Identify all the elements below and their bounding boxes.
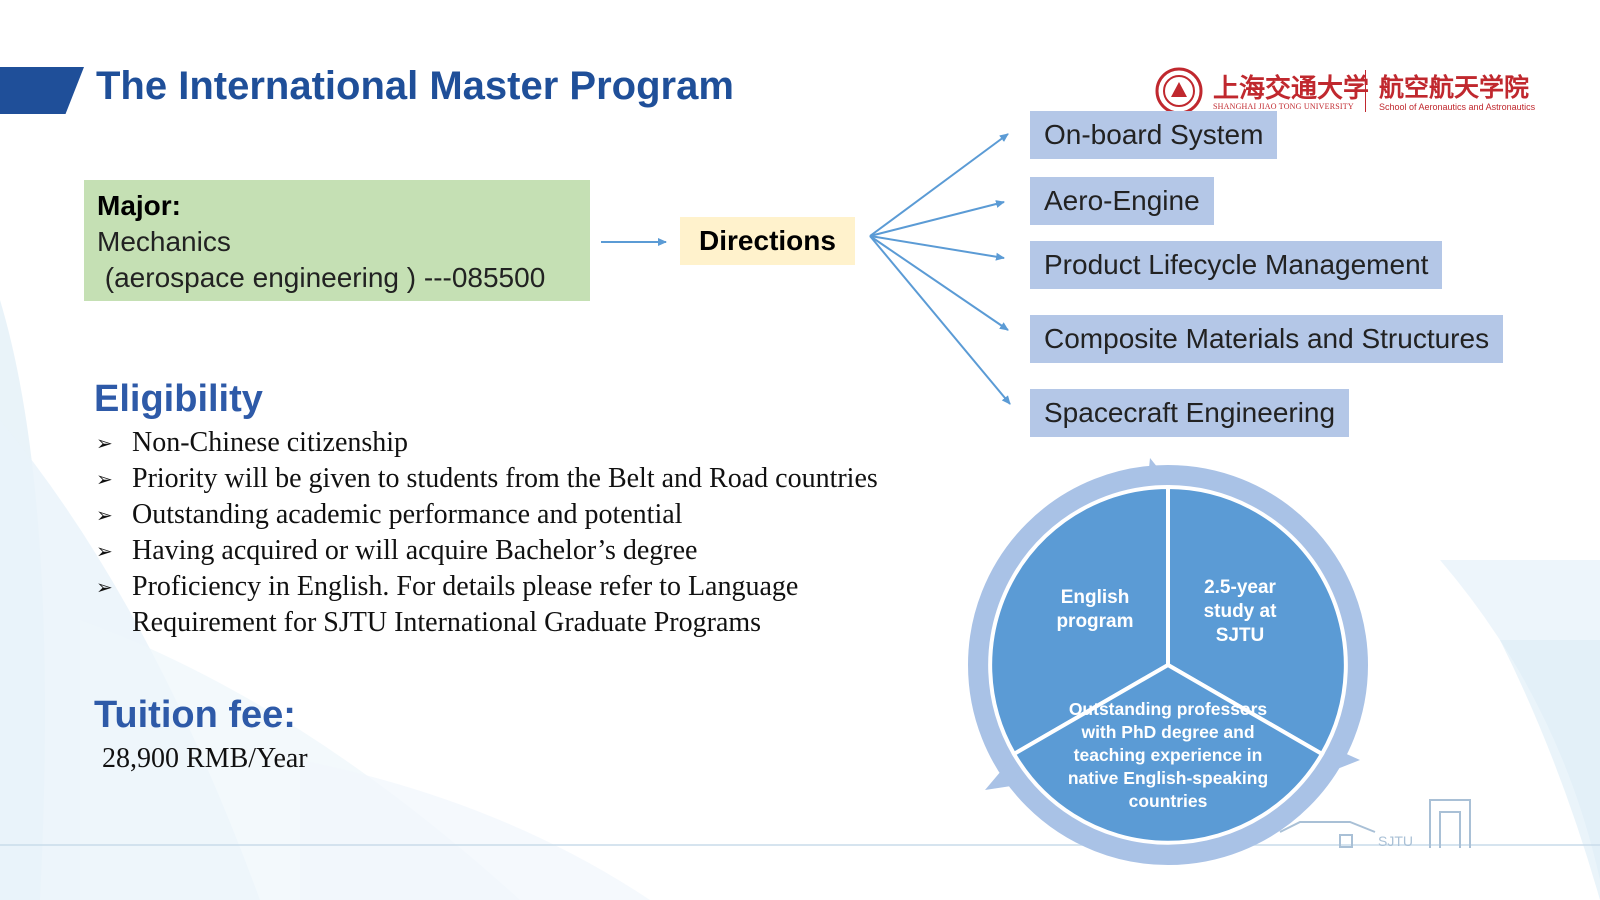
directions-box: Directions — [680, 217, 855, 265]
tuition-heading: Tuition fee: — [94, 694, 296, 736]
university-logo: 上海交通大学 SHANGHAI JIAO TONG UNIVERSITY 航空航… — [1153, 66, 1538, 118]
direction-arrow-4 — [869, 235, 1009, 331]
major-label: Major: — [97, 190, 181, 221]
arrow-bullet-icon: ➢ — [96, 503, 113, 527]
direction-item-aero-engine: Aero-Engine — [1030, 177, 1214, 225]
eligibility-heading: Eligibility — [94, 378, 263, 420]
major-box: Major: Mechanics (aerospace engineering … — [84, 180, 590, 301]
list-item: ➢Priority will be given to students from… — [96, 461, 878, 497]
direction-arrow-1 — [869, 133, 1009, 237]
direction-item-composite-materials: Composite Materials and Structures — [1030, 315, 1504, 363]
list-item: ➢Outstanding academic performance and po… — [96, 497, 878, 533]
school-name-cn: 航空航天学院 — [1379, 73, 1530, 102]
sjtu-gate-watermark — [1279, 799, 1471, 848]
university-name-en: SHANGHAI JIAO TONG UNIVERSITY — [1213, 102, 1354, 111]
list-item-continuation: Requirement for SJTU International Gradu… — [132, 607, 762, 638]
eligibility-list: ➢Non-Chinese citizenship ➢Priority will … — [96, 425, 878, 641]
sjtu-emblem-icon — [1155, 67, 1203, 115]
wheel-segment-professors: Outstanding professors with PhD degree a… — [1067, 699, 1269, 811]
list-item: ➢Proficiency in English. For details ple… — [96, 569, 878, 605]
arrow-bullet-icon: ➢ — [96, 431, 113, 455]
arrow-bullet-icon: ➢ — [96, 467, 113, 491]
major-detail: (aerospace engineering ) ---085500 — [97, 262, 546, 293]
cycle-arrowhead-2 — [1322, 743, 1360, 775]
arrow-bullet-icon: ➢ — [96, 539, 113, 563]
major-name: Mechanics — [97, 226, 231, 257]
direction-arrow-2 — [869, 200, 1005, 237]
logo-divider — [1365, 70, 1366, 112]
tuition-value: 28,900 RMB/Year — [102, 743, 308, 774]
direction-item-spacecraft: Spacecraft Engineering — [1030, 389, 1350, 437]
wheel-segment-english-program: English program — [1056, 587, 1134, 632]
direction-item-onboard-system: On-board System — [1030, 111, 1278, 159]
direction-arrow-3 — [869, 235, 1005, 261]
page-title: The International Master Program — [96, 64, 734, 108]
direction-item-product-lifecycle: Product Lifecycle Management — [1030, 241, 1443, 289]
direction-arrow-5 — [869, 235, 1011, 405]
arrow-bullet-icon: ➢ — [96, 575, 113, 599]
wheel-segment-study-duration: 2.5-year study at SJTU — [1203, 577, 1277, 646]
school-name-en: School of Aeronautics and Astronautics — [1379, 102, 1536, 112]
university-name-cn: 上海交通大学 — [1213, 74, 1370, 104]
sjtu-watermark-text: SJTU — [1378, 833, 1413, 849]
cycle-arrowhead-3 — [985, 758, 1018, 790]
list-item: ➢Having acquired or will acquire Bachelo… — [96, 533, 878, 569]
cycle-wheel — [988, 484, 1348, 845]
list-item: ➢Non-Chinese citizenship — [96, 425, 878, 461]
